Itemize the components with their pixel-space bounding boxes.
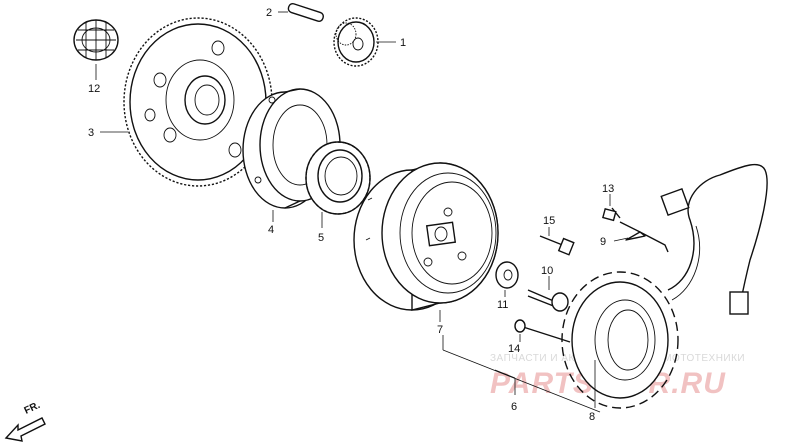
- callout-9: 9: [600, 236, 606, 248]
- one-way-clutch-5: [305, 141, 371, 215]
- callout-14: 14: [508, 343, 520, 355]
- callout-12: 12: [88, 83, 100, 95]
- flywheel-7: [353, 162, 499, 311]
- bolt-15: [539, 235, 575, 256]
- callout-11: 11: [497, 299, 508, 311]
- callout-8: 8: [589, 411, 595, 423]
- reduction-gear-1: [333, 17, 379, 67]
- washer-11: [495, 261, 519, 289]
- flywheel-bolt-10: [527, 289, 569, 312]
- front-arrow-icon: [4, 417, 46, 442]
- callout-13: 13: [602, 183, 614, 195]
- callout-6: 6: [511, 401, 517, 413]
- leader-lines: [95, 11, 629, 413]
- callout-2: 2: [266, 7, 272, 19]
- callout-5: 5: [318, 232, 324, 244]
- starter-gear-3: [123, 17, 273, 187]
- callout-3: 3: [88, 127, 94, 139]
- front-label: FR.: [23, 400, 42, 417]
- callout-7: 7: [437, 324, 443, 336]
- callout-10: 10: [541, 265, 553, 277]
- stator-8: [561, 163, 768, 409]
- callout-1: 1: [400, 37, 406, 49]
- needle-bearing-12: [73, 19, 119, 61]
- wire-clamp-9: [619, 221, 669, 253]
- callout-4: 4: [268, 224, 274, 236]
- bolt-13: [602, 207, 621, 222]
- shaft-pin-2: [287, 2, 325, 22]
- front-direction-indicator: FR.: [4, 400, 46, 442]
- callout-15: 15: [543, 215, 555, 227]
